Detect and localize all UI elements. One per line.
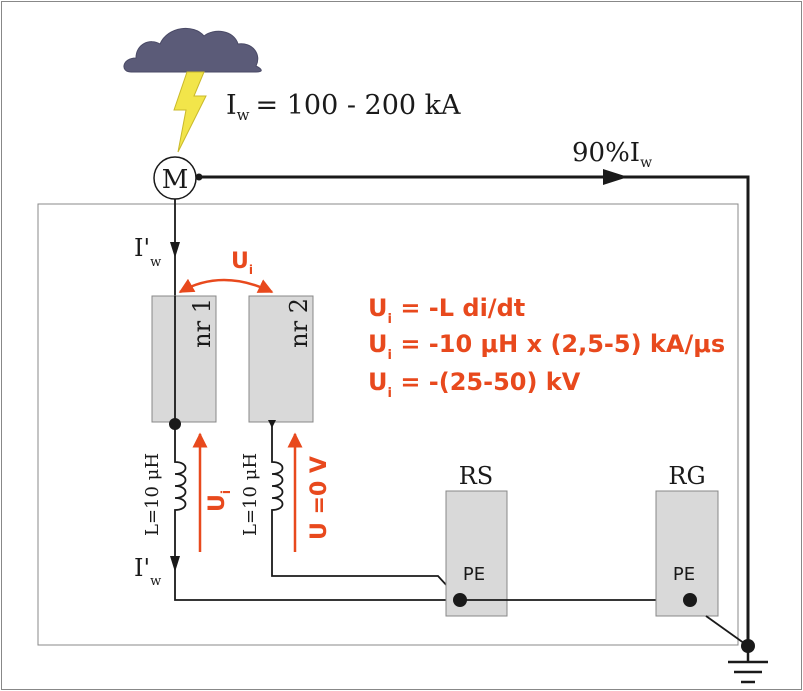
storm-cloud-icon xyxy=(123,28,262,73)
ui-coupling-arc xyxy=(178,278,274,294)
ui-arc-label: Ui xyxy=(231,249,253,277)
rs-pe-label: PE xyxy=(463,564,485,585)
formula-line-3: Ui = -(25-50) kV xyxy=(368,368,581,401)
left-downlead-arrow xyxy=(170,242,180,258)
rg-pe-terminal xyxy=(683,593,697,607)
current-left-bottom-label: I'w xyxy=(134,554,161,589)
node-m-label: M xyxy=(162,165,189,195)
ground-icon xyxy=(728,646,768,684)
formula-block: Ui = -L di/dt Ui = -10 μH x (2,5-5) kA/μ… xyxy=(368,294,725,401)
rg-title: RG xyxy=(668,462,705,490)
strike-current-label: Iw= 100 - 200 kA xyxy=(226,90,461,124)
building-boundary xyxy=(37,203,739,646)
device-nr1-label: nr 1 xyxy=(188,298,216,348)
device-nr1-box xyxy=(151,295,217,423)
inductor-right-label: L=10 μH xyxy=(240,453,261,536)
formula-line-2: Ui = -10 μH x (2,5-5) kA/μs xyxy=(368,330,725,363)
branch-90-conductor xyxy=(199,175,750,646)
branch-90-label: 90%Iw xyxy=(572,138,652,171)
current-left-top-label: I'w xyxy=(134,234,161,270)
device-nr2-label: nr 2 xyxy=(285,298,313,348)
voltage-ui-label: Ui xyxy=(205,490,233,512)
branch-90-arrow xyxy=(603,169,628,185)
inductor-right-top-tick xyxy=(268,420,276,428)
voltage-zero-label: U =0 V xyxy=(307,456,332,540)
lightning-bolt-icon xyxy=(173,71,207,153)
inductor-left-label: L=10 μH xyxy=(142,453,163,536)
inductor-left-arrow xyxy=(170,556,180,572)
formula-line-1: Ui = -L di/dt xyxy=(368,294,525,327)
inductor-right-coil-icon xyxy=(271,422,461,601)
rs-title: RS xyxy=(459,462,494,490)
device-nr2-box xyxy=(248,295,314,423)
rg-pe-label: PE xyxy=(673,564,695,585)
inductor-left-coil-icon xyxy=(174,424,460,601)
rg-earth-conductor xyxy=(705,615,749,647)
